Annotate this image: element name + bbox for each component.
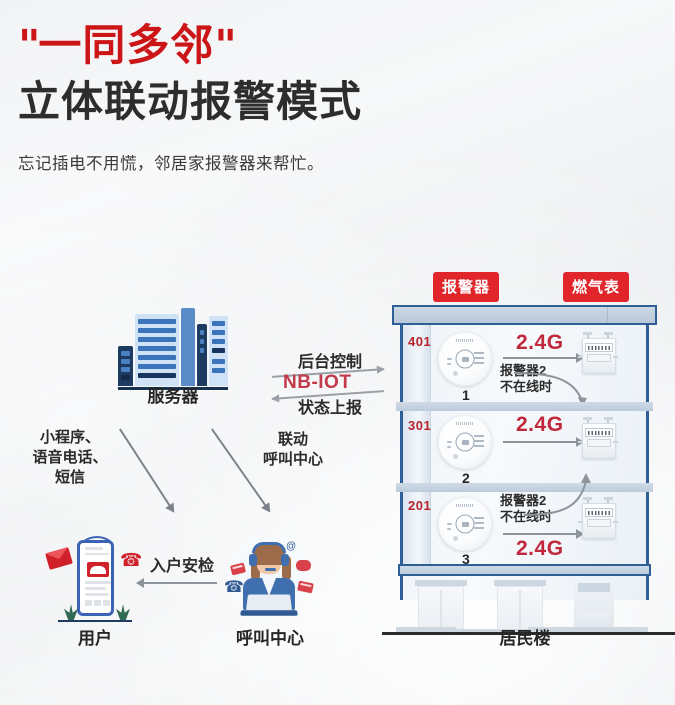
headset-earpiece-right-icon bbox=[281, 554, 289, 566]
server-rack-3 bbox=[181, 308, 195, 386]
call-center-illustration: ☎ @ bbox=[221, 532, 317, 620]
plant-left-icon bbox=[64, 604, 78, 620]
title-highlight: 一同多邻 bbox=[38, 22, 215, 70]
page-subtitle: 忘记插电不用慌，邻居家报警器来帮忙。 bbox=[18, 155, 324, 174]
page-header: "一同多邻" 立体联动报警模式 忘记插电不用慌，邻居家报警器来帮忙。 bbox=[18, 22, 658, 174]
server-rack-4 bbox=[197, 324, 207, 386]
offline-note-201: 报警器2 不在线时 bbox=[500, 493, 553, 525]
call-center-caption: 呼叫中心 bbox=[236, 629, 304, 648]
operator-hair-left bbox=[251, 556, 260, 580]
server-rack-2 bbox=[135, 314, 179, 386]
server-caption: 服务器 bbox=[147, 387, 199, 406]
link-status-report-label: 状态上报 bbox=[297, 400, 362, 417]
at-symbol-icon: @ bbox=[286, 541, 297, 552]
user-caption: 用户 bbox=[78, 629, 112, 648]
alarm-index-3: 3 bbox=[462, 551, 470, 567]
slab-ground bbox=[398, 564, 651, 576]
slab-401-301 bbox=[396, 402, 653, 411]
envelope-icon bbox=[45, 547, 73, 570]
badge-gas-meter: 燃气表 bbox=[563, 272, 630, 302]
quote-close: " bbox=[214, 21, 236, 71]
smartphone-icon bbox=[77, 540, 114, 616]
wireless-label-401: 2.4G bbox=[516, 331, 564, 354]
home-inspection-arrow bbox=[137, 582, 217, 584]
ground-window-1 bbox=[415, 580, 467, 634]
phone-base-line bbox=[58, 620, 132, 622]
alarm-device-2 bbox=[438, 415, 492, 469]
building-caption: 居民楼 bbox=[499, 629, 551, 648]
step-3 bbox=[528, 627, 648, 633]
phone-handset-icon: ☎ bbox=[224, 579, 244, 596]
slab-301-201 bbox=[396, 483, 653, 492]
gas-meter-3 bbox=[578, 497, 618, 543]
laptop-icon bbox=[245, 594, 293, 612]
fallback-curve-201 bbox=[523, 473, 591, 516]
alarm-index-2: 2 bbox=[462, 470, 470, 486]
home-inspection-label: 入户安检 bbox=[149, 558, 214, 575]
headset-mic-icon bbox=[265, 568, 276, 571]
gas-meter-2 bbox=[578, 417, 618, 463]
floor-column-401 bbox=[403, 325, 431, 403]
chat-bubble-icon bbox=[296, 560, 311, 571]
signal-wave-outer-icon bbox=[77, 536, 117, 570]
step-1 bbox=[396, 627, 456, 633]
floor-number-301: 301 bbox=[408, 418, 432, 433]
wireless-arrow-301 bbox=[503, 441, 583, 443]
alarm-device-3 bbox=[438, 497, 492, 551]
wireless-arrow-201 bbox=[503, 533, 583, 535]
phone-screen-envelope-icon bbox=[87, 562, 109, 577]
badge-alarm: 报警器 bbox=[433, 272, 500, 302]
ground-entrance bbox=[574, 583, 614, 629]
telephone-icon: ☎ bbox=[120, 550, 143, 570]
plant-right-icon bbox=[116, 604, 130, 620]
wireless-arrow-401 bbox=[503, 357, 583, 359]
callcenter-link-label: 联动 呼叫中心 bbox=[262, 431, 323, 468]
gas-meter-1 bbox=[578, 332, 618, 378]
residential-building-illustration: 401 1 2.4G 报警器2 不在线时 301 2 2.4G 201 3 报警… bbox=[392, 305, 657, 635]
server-rack-5 bbox=[209, 316, 228, 386]
operator-hair-right bbox=[282, 556, 291, 580]
ground-line bbox=[382, 632, 675, 635]
floor-column-201 bbox=[403, 492, 431, 564]
user-phone-illustration: ☎ bbox=[45, 536, 142, 622]
floor-column-301 bbox=[403, 411, 431, 483]
ground-window-2 bbox=[494, 580, 546, 634]
headset-earpiece-left-icon bbox=[249, 554, 257, 566]
floor-number-201: 201 bbox=[408, 498, 432, 513]
page-title-line1: "一同多邻" bbox=[18, 22, 658, 70]
floor-number-401: 401 bbox=[408, 334, 432, 349]
server-illustration bbox=[118, 308, 228, 390]
notify-channels-label: 小程序、 语音电话、 短信 bbox=[32, 429, 108, 486]
page-title-line2: 立体联动报警模式 bbox=[18, 78, 363, 126]
building-roof bbox=[392, 305, 657, 325]
link-backend-control-label: 后台控制 bbox=[297, 354, 362, 371]
headset-band-icon bbox=[252, 542, 286, 553]
server-rack-1 bbox=[118, 346, 133, 386]
quote-open: " bbox=[18, 21, 40, 71]
alarm-index-1: 1 bbox=[462, 387, 470, 403]
wireless-label-301: 2.4G bbox=[516, 413, 564, 436]
server-base-line bbox=[118, 387, 228, 390]
alarm-device-1 bbox=[438, 332, 492, 386]
protocol-label: NB-IOT bbox=[283, 372, 352, 393]
wireless-label-201: 2.4G bbox=[516, 537, 564, 560]
